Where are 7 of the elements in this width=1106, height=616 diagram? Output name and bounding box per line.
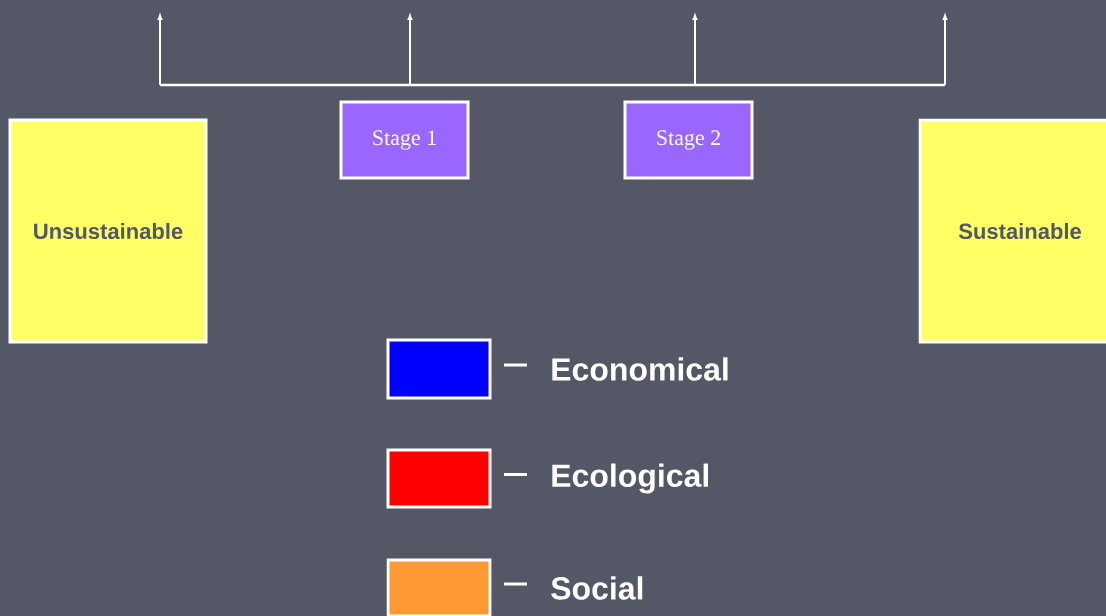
state-box: Unsustainable [8, 118, 208, 344]
stage-box: Stage 1 [339, 100, 470, 180]
legend-label: Ecological [552, 463, 708, 494]
legend-label: Social [551, 576, 643, 600]
legend-label: Economical [552, 357, 728, 381]
state-box: Sustainable [918, 118, 1106, 344]
stage-box: Stage 2 [623, 100, 754, 180]
